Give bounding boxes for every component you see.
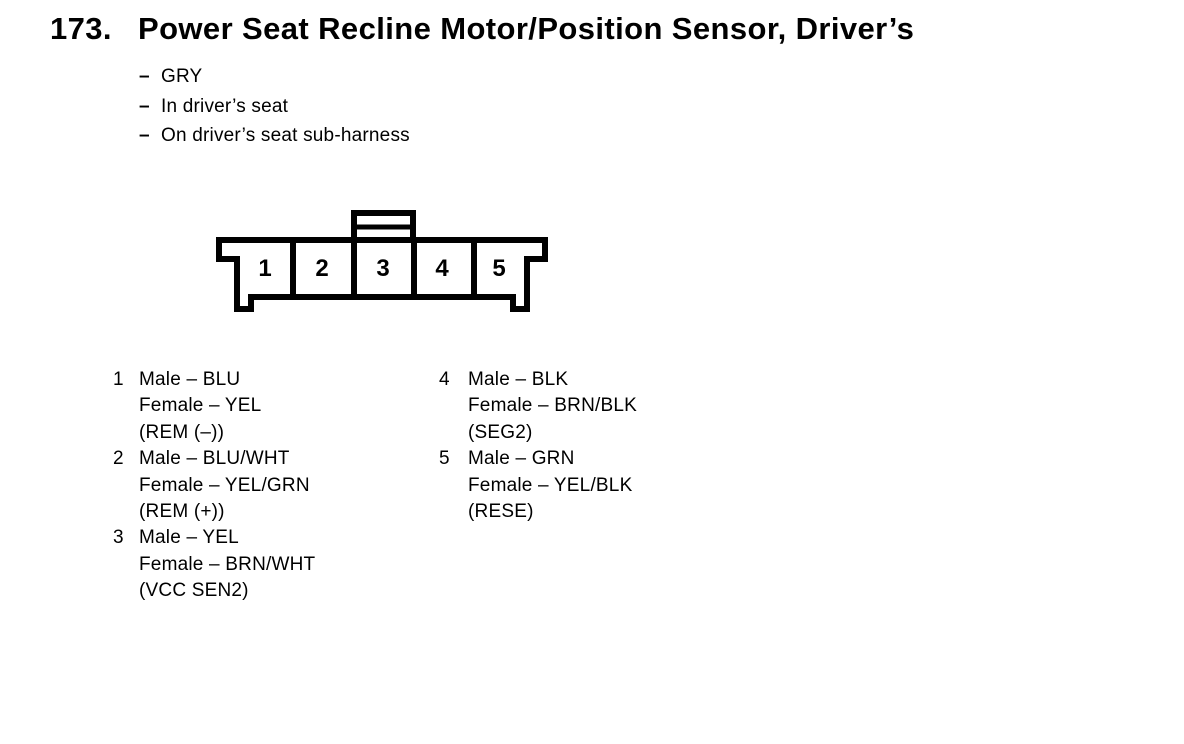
bullet-item: –GRY [139, 62, 410, 92]
pinout-line: Female – BRN/WHT [139, 553, 316, 575]
bullet-dash: – [139, 95, 150, 117]
pinout-line: (REM (+)) [139, 501, 225, 523]
bullet-list: –GRY –In driver’s seat –On driver’s seat… [139, 62, 410, 151]
pinout-pin-number: 3 [113, 527, 124, 549]
pinout-line: Male – BLU/WHT [139, 448, 290, 470]
pinout-item: 4 Male – BLK Female – BRN/BLK (SEG2) [439, 367, 637, 446]
page-heading: 173. Power Seat Recline Motor/Position S… [50, 10, 914, 48]
pinout-line: Female – YEL/BLK [468, 474, 633, 496]
pinout-item: 1 Male – BLU Female – YEL (REM (–)) [113, 367, 315, 446]
pinout-pin-number: 1 [113, 369, 124, 390]
pinout-pin-number: 4 [439, 369, 450, 390]
pinout-pin-number: 2 [113, 448, 124, 470]
bullet-item: –In driver’s seat [139, 92, 410, 122]
connector-pin-number: 5 [492, 255, 505, 282]
pinout-line: Male – GRN [468, 448, 575, 470]
pinout-line: Male – YEL [139, 527, 239, 549]
pinout-line: (SEG2) [468, 421, 533, 443]
connector-pin-number: 2 [315, 255, 328, 282]
pinout-line: (VCC SEN2) [139, 580, 249, 602]
item-number: 173. [50, 11, 112, 46]
pinout-line: Female – BRN/BLK [468, 395, 637, 417]
connector-pin-number: 1 [258, 255, 271, 282]
bullet-item: –On driver’s seat sub-harness [139, 121, 410, 151]
pinout-line: Male – BLU [139, 369, 241, 390]
bullet-text: GRY [161, 66, 203, 87]
pinout-left-column: 1 Male – BLU Female – YEL (REM (–)) 2 Ma… [113, 367, 315, 605]
bullet-dash: – [139, 125, 150, 146]
pinout-right-column: 4 Male – BLK Female – BRN/BLK (SEG2) 5 M… [439, 367, 637, 525]
pinout-line: Female – YEL [139, 395, 262, 417]
pinout-item: 2 Male – BLU/WHT Female – YEL/GRN (REM (… [113, 446, 315, 525]
connector-pin-number: 4 [435, 255, 449, 282]
page-title: Power Seat Recline Motor/Position Sensor… [138, 11, 915, 46]
pinout-line: Female – YEL/GRN [139, 474, 310, 496]
pinout-line: (REM (–)) [139, 421, 225, 443]
pinout-item: 5 Male – GRN Female – YEL/BLK (RESE) [439, 446, 637, 525]
bullet-text: On driver’s seat sub-harness [161, 125, 410, 146]
pinout-pin-number: 5 [439, 448, 450, 470]
connector-body-outline [216, 237, 548, 312]
connector-diagram: 1 2 3 4 5 [216, 210, 548, 312]
pinout-line: Male – BLK [468, 369, 569, 390]
connector-pin-number: 3 [376, 255, 389, 282]
pinout-line: (RESE) [468, 501, 534, 523]
bullet-text: In driver’s seat [161, 95, 289, 117]
pinout-item: 3 Male – YEL Female – BRN/WHT (VCC SEN2) [113, 525, 315, 604]
bullet-dash: – [139, 66, 150, 87]
